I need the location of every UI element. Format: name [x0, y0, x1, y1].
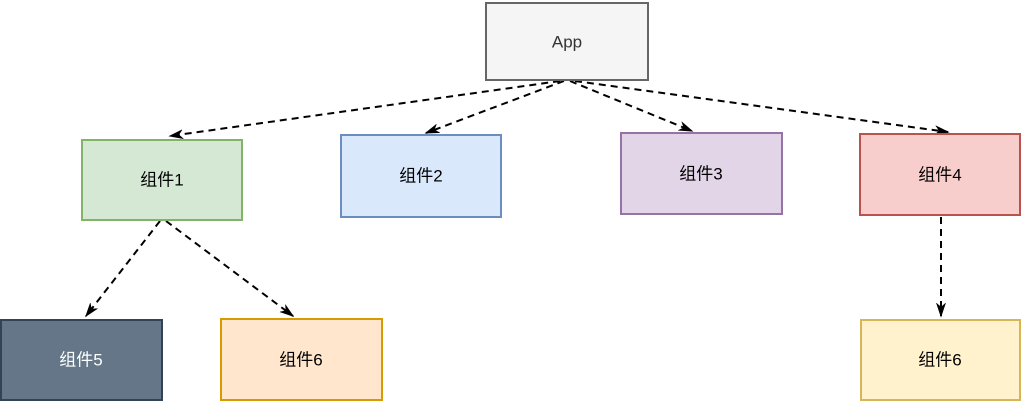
node-comp2-box	[340, 134, 502, 218]
node-comp6-right-box	[860, 319, 1021, 401]
node-comp4-box	[859, 133, 1021, 216]
edge-comp1-comp6-left	[165, 220, 293, 316]
edge-app-comp4	[574, 80, 948, 132]
node-comp5: 组件5	[0, 319, 163, 401]
node-comp5-box	[0, 319, 163, 401]
edge-group	[86, 80, 948, 316]
node-comp5-label: 组件5	[59, 351, 102, 370]
node-comp6-left: 组件6	[220, 318, 383, 401]
node-comp3-label: 组件3	[679, 165, 722, 184]
node-comp1-box	[81, 139, 243, 221]
edge-app-comp3	[569, 80, 692, 132]
node-comp6-right: 组件6	[860, 319, 1021, 401]
node-comp4-label: 组件4	[918, 166, 961, 185]
node-app-label: App	[552, 33, 582, 52]
node-comp2-label: 组件2	[399, 167, 442, 186]
node-comp2: 组件2	[340, 134, 502, 218]
node-comp6-left-label: 组件6	[279, 351, 322, 370]
node-comp6-right-label: 组件6	[918, 351, 961, 370]
edge-comp1-comp5	[86, 220, 161, 316]
node-comp3: 组件3	[620, 132, 783, 215]
node-app-box	[485, 2, 649, 81]
node-comp6-left-box	[220, 318, 383, 401]
node-app: App	[485, 2, 649, 81]
edge-app-comp2	[426, 80, 565, 134]
node-comp4: 组件4	[859, 133, 1021, 216]
node-comp1-label: 组件1	[140, 171, 183, 190]
node-comp3-box	[620, 132, 783, 215]
node-comp1: 组件1	[81, 139, 243, 221]
edge-app-comp1	[170, 80, 561, 136]
